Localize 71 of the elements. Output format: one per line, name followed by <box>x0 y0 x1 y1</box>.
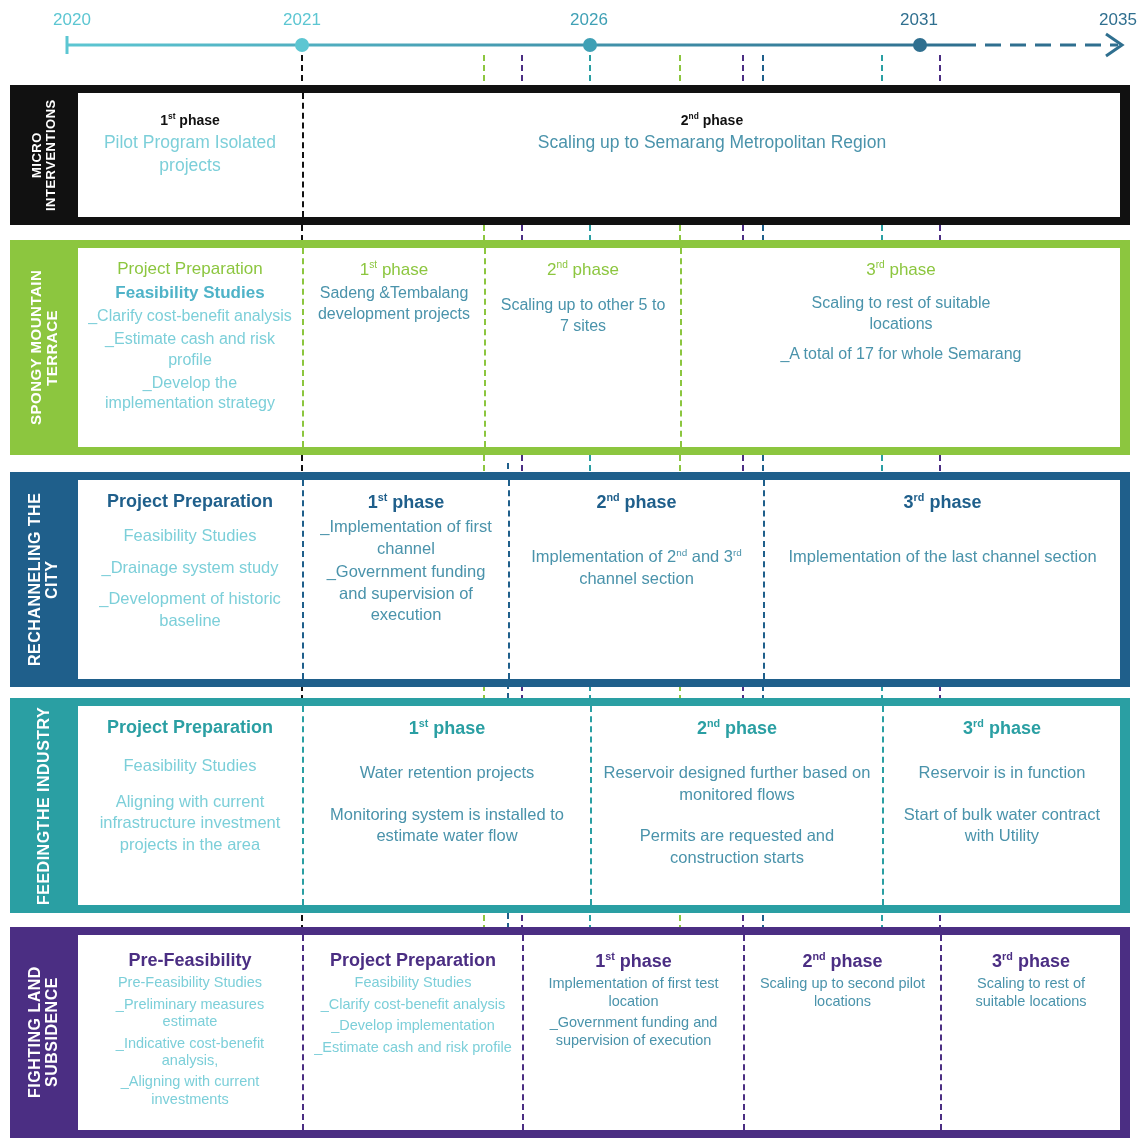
phase-text: _Aligning with current investments <box>119 1073 261 1109</box>
phase-heading: Project Preparation <box>106 490 274 513</box>
phase-text: Sadeng &Tembalang development projects <box>316 282 472 324</box>
phase-text: Scaling to rest of suitable locations <box>974 975 1088 1011</box>
phase-text: Feasibility Studies <box>123 755 257 777</box>
year-label: 2020 <box>53 10 91 30</box>
phase-text: _A total of 17 for whole Semarang <box>780 344 1022 365</box>
phase-text: Feasibility Studies <box>354 974 472 992</box>
phase-text: Aligning with current infrastructure investment projects in the area <box>98 790 282 855</box>
phase-text: Scaling to rest of suitable locations <box>810 292 992 334</box>
phase-text: _Estimate cash and risk profile <box>103 329 276 370</box>
timeline-band <box>10 472 1130 687</box>
band-title: MICRO INTERVENTIONS <box>30 98 58 213</box>
phase-heading: 2$^{nd}$ phase <box>596 490 677 514</box>
phase-text: Feasibility Studies <box>123 525 257 547</box>
phase-text: _Clarify cost-benefit analysis <box>88 306 292 327</box>
phase-heading: 3$^{rd}$ phase <box>992 949 1070 973</box>
phase-text: Scaling up to second pilot locations <box>758 975 927 1011</box>
timeline-band <box>10 240 1130 455</box>
phase-heading: 3$^{rd}$ phase <box>903 490 982 514</box>
phase-text: _Develop the implementation strategy <box>104 372 276 414</box>
phase-text: Monitoring system is installed to estimate water flow <box>329 803 565 847</box>
phase-heading: 2$^{nd}$ phase <box>802 949 883 973</box>
phase-text: _Government funding and supervision of execution <box>325 561 487 626</box>
phase-text: Water retention projects <box>359 762 535 784</box>
year-label: 2021 <box>283 10 321 30</box>
phase-text: Implementation of the last channel section <box>788 546 1097 568</box>
phase-heading: 1$^{st}$ phase <box>359 258 429 281</box>
phase-heading: Project Preparation <box>329 949 497 972</box>
phase-heading: 2$^{nd}$ phase <box>680 111 744 130</box>
year-label: 2031 <box>900 10 938 30</box>
phase-text: _Clarify cost-benefit analysis <box>320 995 506 1014</box>
phase-text: _Implementation of first channel <box>319 516 493 559</box>
phase-text: Scaling up to Semarang Metropolitan Region <box>537 131 887 154</box>
phase-text: _Estimate cash and risk profile <box>314 1038 512 1056</box>
phase-heading: 2$^{nd}$ phase <box>547 258 619 281</box>
phase-heading: Project Preparation <box>117 258 263 280</box>
timeline-band <box>10 698 1130 913</box>
year-label: 2026 <box>570 10 608 30</box>
phase-heading: 1$^{st}$ phase <box>367 490 445 514</box>
phase-text: Pilot Program Isolated projects <box>102 131 278 177</box>
phase-text: _Indicative cost-benefit analysis, <box>114 1034 266 1070</box>
timeline-band <box>10 927 1130 1138</box>
phase-heading: Project Preparation <box>106 716 274 739</box>
phase-text: Reservoir is in function <box>918 762 1086 784</box>
phase-heading: 3$^{rd}$ phase <box>963 716 1041 740</box>
phase-text: _Develop implementation <box>331 1017 495 1035</box>
phase-heading: 3$^{rd}$ phase <box>866 258 936 281</box>
phase-heading: 2$^{nd}$ phase <box>696 716 778 740</box>
phase-heading: 1$^{st}$ phase <box>595 949 672 973</box>
year-label: 2035 <box>1099 10 1137 30</box>
phase-text: Start of bulk water contract with Utility <box>902 803 1102 847</box>
phase-text: Scaling up to other 5 to 7 sites <box>499 294 667 336</box>
phase-heading: 1$^{st}$ phase <box>408 716 486 740</box>
band-title: FEEDINGTHE INDUSTRY <box>35 706 53 905</box>
phase-heading: 1$^{st}$ phase <box>160 111 220 130</box>
phase-text: Feasibility Studies <box>115 282 265 305</box>
band-title: SPONGY MOUNTAIN TERRACE <box>28 268 60 428</box>
phase-text: Implementation of first test location <box>547 975 720 1011</box>
band-title: RECHANNELING THE CITY <box>27 491 61 669</box>
band-title: FIGHTING LAND SUBSIDENCE <box>27 965 61 1101</box>
phase-text: _Government funding and supervision of execution <box>548 1014 719 1049</box>
phase-text: _Drainage system study <box>101 556 279 578</box>
timeline-band <box>10 85 1130 225</box>
phase-heading: Pre-Feasibility <box>128 949 252 972</box>
phase-text: Permits are requested and construction starts <box>638 825 836 868</box>
phase-text: Pre-Feasibility Studies <box>117 974 263 992</box>
phase-text: Implementation of 2$^{nd}$ and 3$^{rd}$ channel section <box>530 546 743 589</box>
phase-text: Reservoir designed further based on monitored flows <box>602 762 872 805</box>
phase-text: _Preliminary measures estimate <box>114 995 266 1031</box>
phase-text: _Development of historic baseline <box>98 588 282 631</box>
